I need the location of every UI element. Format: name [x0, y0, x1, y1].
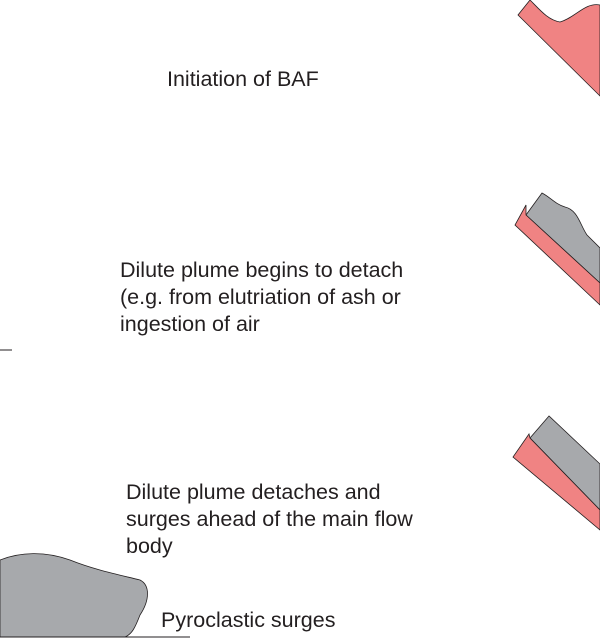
surge-cloud-shape [0, 553, 148, 638]
stage-4-surge [0, 553, 190, 638]
dense-flow-shape [512, 433, 600, 531]
dilute-plume-shape [525, 192, 600, 284]
stage-4-label: Pyroclastic surges [161, 608, 336, 632]
stage-3-label: Dilute plume detaches and surges ahead o… [126, 480, 413, 558]
stage-1-flow [517, 0, 600, 97]
stage-2-label: Dilute plume begins to detach (e.g. from… [120, 258, 404, 336]
stage-2-flow [514, 192, 600, 306]
stage-1-label: Initiation of BAF [167, 67, 319, 91]
dense-flow-shape [517, 0, 600, 97]
dense-flow-shape [514, 204, 600, 306]
dilute-plume-shape [529, 415, 600, 511]
stage-3-flow [512, 415, 600, 531]
